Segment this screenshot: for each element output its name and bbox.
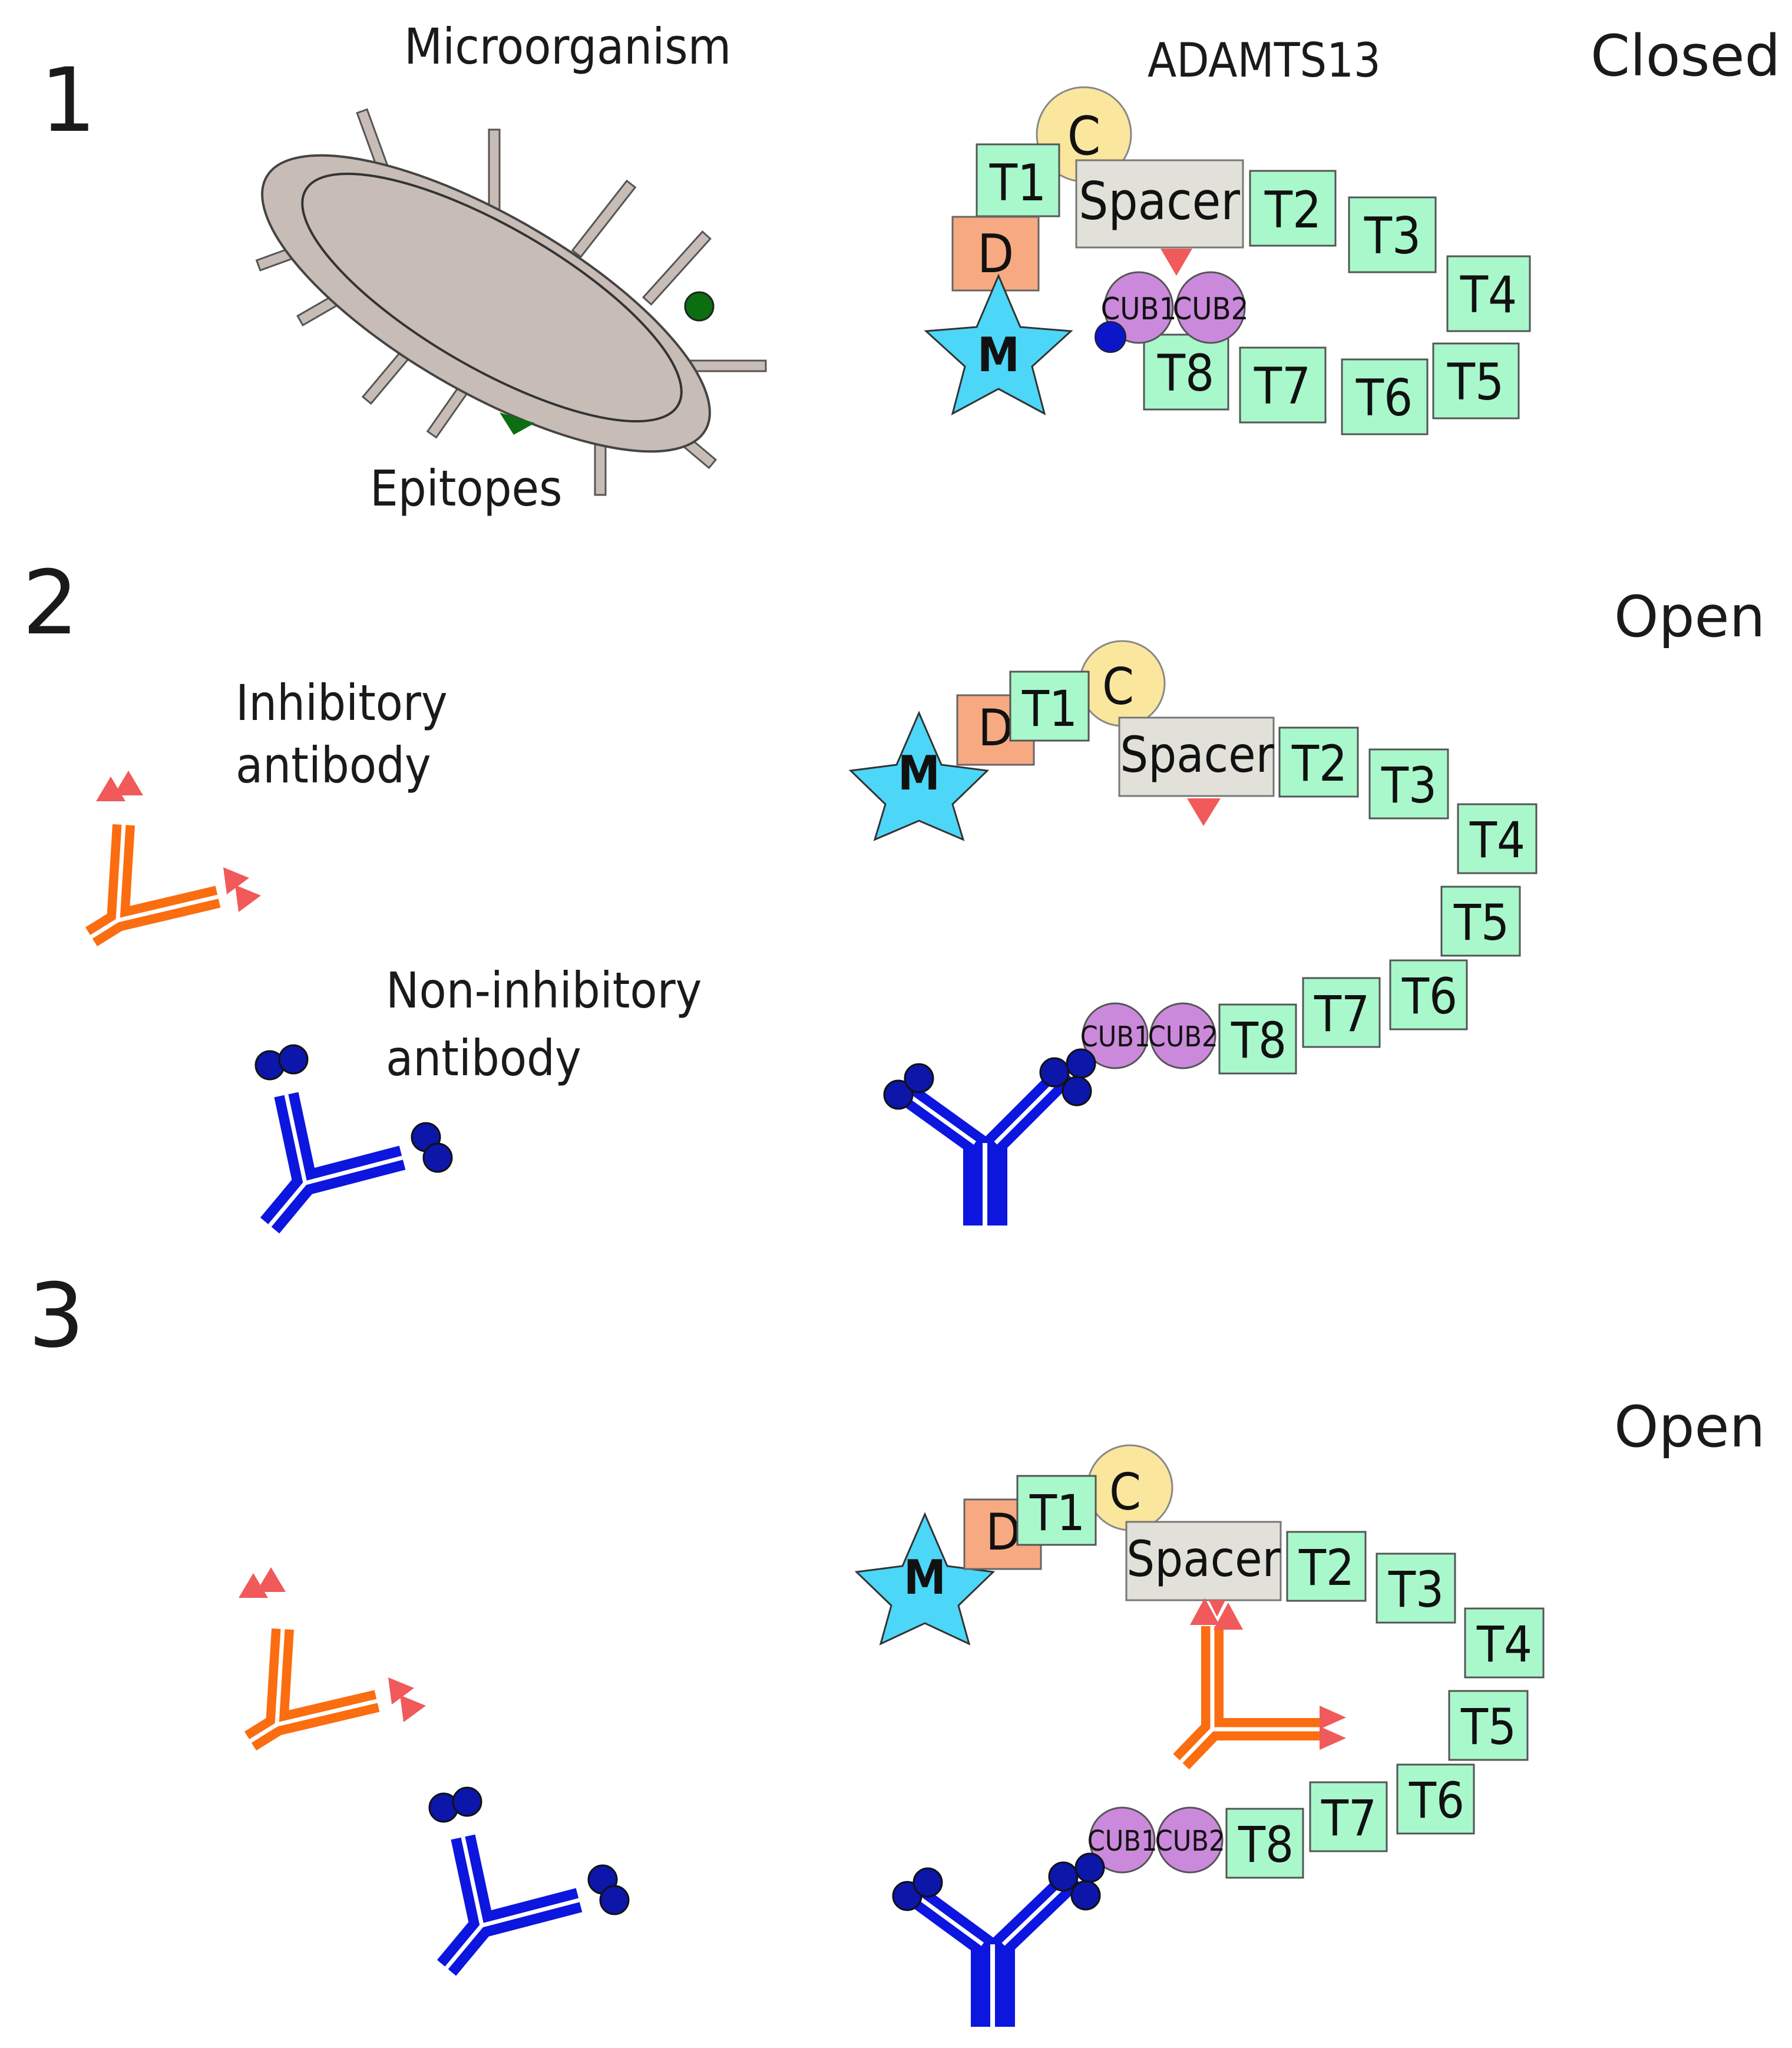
t6-domain: T6: [1409, 1772, 1464, 1829]
t1-domain: T1: [1029, 1484, 1085, 1542]
t8-domain: T8: [1157, 344, 1214, 403]
t7-domain: T7: [1321, 1789, 1377, 1847]
spacer-domain: Spacer: [1079, 171, 1240, 232]
noninhibitory-antibody-free: [428, 1786, 630, 1968]
hinge-triangle: [1187, 798, 1221, 826]
t1-domain: T1: [989, 154, 1046, 213]
panel-number: 2: [22, 552, 78, 655]
t8-domain: T8: [1231, 1012, 1287, 1069]
m-domain-star: [854, 1512, 996, 1646]
t7-domain: T7: [1254, 357, 1311, 416]
inhibitory-antibody-label-line2: antibody: [236, 736, 431, 794]
t3-domain: T3: [1364, 207, 1421, 266]
microorganism-label: Microorganism: [404, 18, 731, 75]
noninhibitory-antibody-free: [254, 1044, 453, 1226]
m-domain: M: [898, 746, 940, 801]
t6-domain: T6: [1355, 369, 1413, 428]
t2-domain: T2: [1291, 735, 1347, 792]
t2-domain: T2: [1264, 181, 1321, 240]
epitope-circle: [684, 291, 715, 322]
c-domain: C: [1102, 658, 1134, 716]
t5-domain: T5: [1447, 353, 1504, 412]
cub-epitope-circle: [1095, 321, 1126, 353]
m-domain: M: [904, 1550, 946, 1605]
microorganism: [255, 108, 767, 496]
hinge-triangle: [1160, 249, 1192, 276]
cub1-domain: CUB1: [1080, 1020, 1150, 1053]
noninhibitory-antibody-bound: [883, 1048, 1096, 1226]
c-domain: C: [1067, 105, 1101, 167]
noninhibitory-antibody-label-line2: antibody: [386, 1029, 581, 1087]
adamts13-closed: C T1 D M Spacer T2 T3 T4 T5 T6 T7 T8: [924, 86, 1531, 435]
panel-number: 1: [40, 49, 96, 152]
conformation-label: Closed: [1591, 23, 1780, 89]
epitope-triangle: [500, 412, 535, 435]
m-domain-star: [848, 711, 990, 841]
spacer-domain: Spacer: [1126, 1530, 1281, 1588]
conformation-label: Open: [1614, 1394, 1765, 1460]
adamts13-open: M D C T1 Spacer T2 T3 T4 T5 T6 T7 T8: [848, 640, 1538, 1075]
panel-1: 1 Closed Microorganism Epitopes: [40, 18, 1780, 517]
c-domain: C: [1109, 1463, 1141, 1522]
m-domain: M: [977, 328, 1020, 382]
noninhibitory-antibody-label-line1: Non-inhibitory: [386, 962, 702, 1019]
cub1-domain: CUB1: [1087, 1825, 1158, 1858]
cub1-domain: CUB1: [1101, 292, 1177, 327]
panel-2: 2 Open Inhibitory antibody Non-inhibitor…: [22, 552, 1765, 1226]
inhibitory-antibody-free: [91, 771, 261, 937]
t4-domain: T4: [1469, 811, 1525, 869]
d-domain: D: [986, 1503, 1021, 1562]
epitopes-label: Epitopes: [370, 460, 562, 517]
d-domain: D: [978, 699, 1013, 758]
conformation-label: Open: [1614, 584, 1765, 650]
t7-domain: T7: [1314, 985, 1370, 1043]
inhibitory-antibody-bound: [1173, 1598, 1346, 1770]
cub2-domain: CUB2: [1148, 1020, 1218, 1053]
panel-number: 3: [28, 1265, 84, 1367]
t8-domain: T8: [1238, 1816, 1294, 1874]
t3-domain: T3: [1381, 757, 1437, 814]
t2-domain: T2: [1298, 1539, 1354, 1597]
t5-domain: T5: [1453, 894, 1509, 952]
d-domain: D: [977, 223, 1014, 285]
inhibitory-antibody-free: [239, 1567, 426, 1741]
t4-domain: T4: [1460, 266, 1517, 325]
noninhibitory-antibody-bound: [892, 1852, 1105, 2027]
t1-domain: T1: [1021, 680, 1077, 738]
cub2-domain: CUB2: [1173, 292, 1249, 327]
spacer-domain: Spacer: [1120, 726, 1274, 784]
panel-3: 3 Open M D C T1 Spa: [28, 1265, 1765, 2027]
t5-domain: T5: [1460, 1698, 1516, 1756]
inhibitory-antibody-label-line1: Inhibitory: [236, 674, 448, 732]
t3-domain: T3: [1388, 1561, 1444, 1618]
adamts13-open: M D C T1 Spacer T2 T3 T4 T5 T6 T7 T8 CUB…: [854, 1444, 1545, 1879]
m-domain-star: [924, 273, 1073, 415]
t4-domain: T4: [1476, 1616, 1532, 1673]
protein-label: ADAMTS13: [1148, 33, 1381, 88]
cub2-domain: CUB2: [1155, 1825, 1225, 1858]
t6-domain: T6: [1401, 967, 1457, 1025]
